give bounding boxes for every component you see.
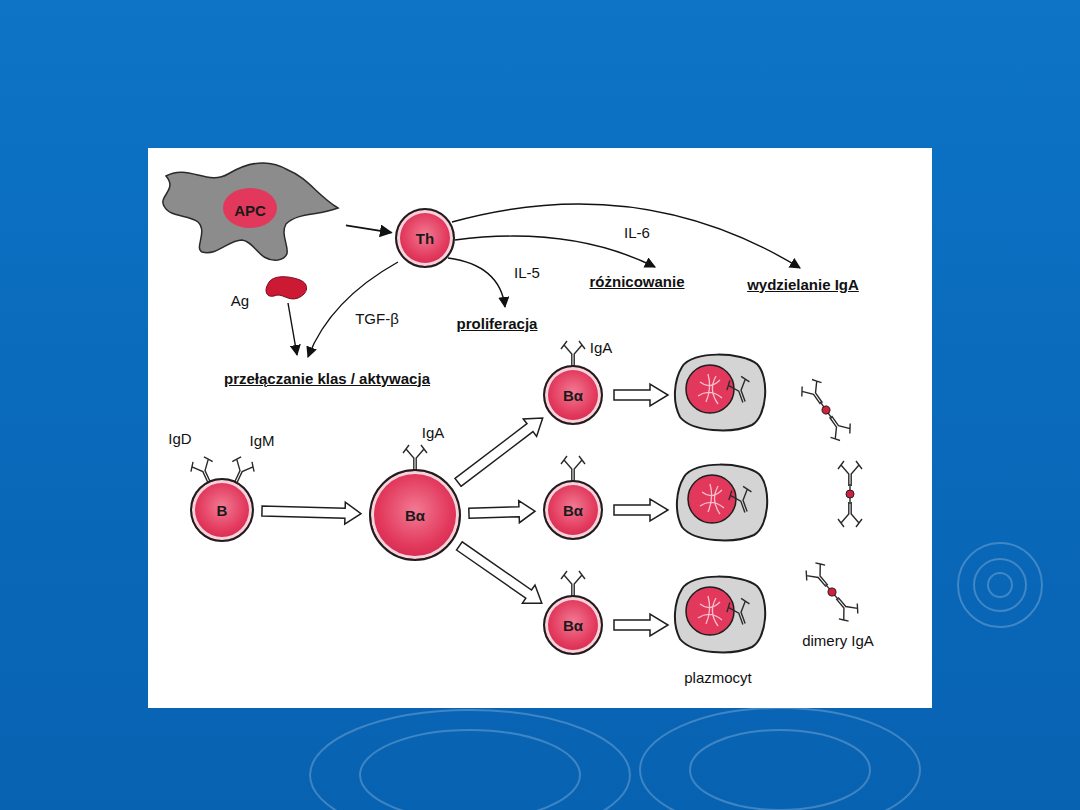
cell-name: Bα [563, 387, 583, 404]
cell-name: Bα [405, 507, 425, 524]
arrow-line [346, 225, 391, 232]
b-alpha-cell: Bα [543, 365, 603, 425]
b-alpha-cell: Bα [543, 480, 603, 540]
receptor-label: IgA [420, 424, 447, 441]
b-cell: B [190, 478, 254, 542]
cell-name: B [217, 502, 228, 519]
part-label: dimery IgA [800, 632, 876, 649]
effect-label: przełączanie klas / aktywacja [222, 370, 432, 387]
b-alpha-cell: Bα [543, 595, 603, 655]
cell-name: APC [234, 202, 266, 219]
cell-name: Bα [563, 502, 583, 519]
cell-name: Bα [563, 617, 583, 634]
antigen-label: Ag [229, 292, 251, 309]
apc-cell: APC [158, 156, 342, 264]
cytokine-label: IL-5 [512, 264, 542, 281]
hollow-arrow [457, 542, 542, 604]
hollow-arrow [455, 418, 543, 486]
hollow-arrow [262, 502, 361, 524]
part-label: plazmocyt [682, 669, 754, 686]
th-cell: Th [395, 208, 455, 268]
b-alpha-cell: Bα [369, 469, 461, 561]
receptor-label: IgD [166, 430, 193, 447]
cytokine-label: TGF-β [353, 310, 401, 327]
receptor-label: IgA [588, 339, 615, 356]
effect-label: różnicowanie [587, 273, 686, 290]
effect-label: wydzielanie IgA [745, 276, 861, 293]
hollow-arrow [469, 501, 535, 523]
effect-label: proliferacja [455, 315, 540, 332]
receptor-label: IgM [247, 432, 276, 449]
cell-name: Th [416, 230, 434, 247]
cytokine-label: IL-6 [622, 224, 652, 241]
